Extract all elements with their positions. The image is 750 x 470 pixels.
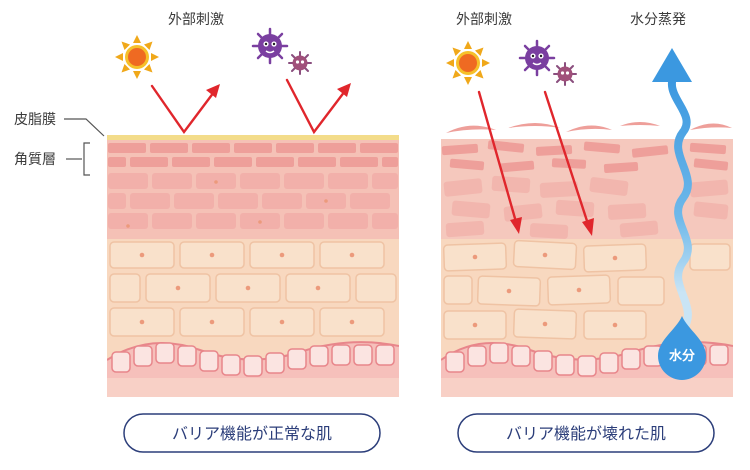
cell-nuclei [472,252,618,328]
stratum-corneum-label: 角質層 [14,152,56,168]
left-caption: バリア機能が正常な肌 [123,413,381,453]
germ-icon [251,27,289,65]
corneum-bricks [108,143,398,167]
granular-layer [108,173,398,229]
germ-icon [553,62,577,86]
arrow-head [337,83,351,97]
left-stimulus-label: 外部刺激 [168,11,224,28]
layer-labels: 皮脂膜 角質層 [14,112,105,176]
penetrating-arrows [477,90,590,226]
water-drop-icon [658,316,706,380]
cell-nuclei [126,180,355,325]
water-evaporation-arrow [652,48,692,334]
reflected-arrows [150,78,347,135]
arrow-head [510,217,522,234]
sebum-membrane-label: 皮脂膜 [14,112,56,128]
sun-icon [446,41,490,85]
sebum-membrane [107,135,399,140]
sun-icon [115,35,159,79]
germ-icon [518,39,556,77]
flaking-scales [446,122,732,133]
water-label: 水分 [669,348,695,364]
arrow-head [206,84,220,98]
right-caption: バリア機能が壊れた肌 [457,413,715,453]
healthy-skin [107,135,399,397]
left-caption-text: バリア機能が正常な肌 [172,424,332,443]
right-caption-text: バリア機能が壊れた肌 [506,424,666,443]
granular-layer [443,175,729,239]
basal-cells [111,342,395,377]
evaporation-label: 水分蒸発 [630,12,686,28]
arrow-head [582,218,594,236]
right-stimulus-label: 外部刺激 [456,11,512,28]
germ-icon [288,51,312,75]
